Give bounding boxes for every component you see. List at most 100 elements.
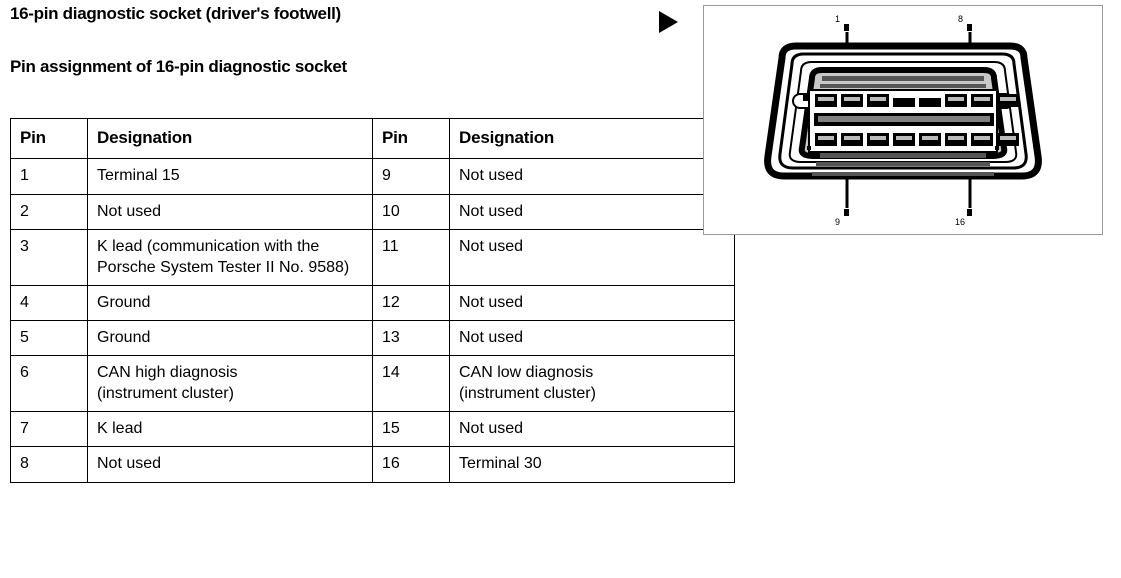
designation-cell-right-text: Not used (459, 167, 524, 185)
pin-row-bottom (815, 133, 1019, 146)
pin-label-top-left: 1 (835, 14, 840, 24)
connector-key-bar (814, 113, 994, 126)
pin-contact-7 (971, 94, 993, 107)
designation-cell-right: Not used (449, 228, 735, 286)
pin-cell-left: 1 (10, 158, 88, 195)
column-header-desc-left: Designation (87, 117, 373, 160)
pin-cell-left: 2 (10, 193, 88, 230)
designation-cell-left-text: Not used (97, 202, 162, 220)
designation-cell-right-text: Not used (459, 293, 524, 311)
designation-cell-left-text: Ground (97, 293, 151, 311)
pin-label-top-right: 8 (958, 14, 963, 24)
pin-cell-left: 7 (10, 411, 88, 448)
column-header-pin-left: Pin (10, 117, 88, 160)
pin-contact-13 (919, 133, 941, 146)
page-title: 16-pin diagnostic socket (driver's footw… (10, 4, 341, 23)
designation-cell-right-text: Not used (459, 202, 524, 220)
pin-cell-right-text: 16 (382, 455, 400, 473)
pin-cell-right: 10 (372, 193, 450, 230)
table-row: 5 Ground 13 Not used (10, 319, 735, 357)
pin-cell-left: 4 (10, 284, 88, 321)
designation-cell-right: Not used (449, 411, 735, 448)
designation-cell-right: Not used (449, 284, 735, 321)
designation-cell-left: K lead (communication with the Porsche S… (87, 228, 373, 286)
table-row: 8 Not used 16 Terminal 30 (10, 446, 735, 483)
designation-cell-right: Terminal 30 (449, 446, 735, 483)
pin-cell-left-text: 3 (20, 237, 29, 255)
pin-contact-10 (841, 133, 863, 146)
pin-contact-12 (893, 133, 915, 146)
table-row: 7 K lead 15 Not used (10, 411, 735, 448)
pin-cell-right: 14 (372, 355, 450, 413)
designation-cell-right-text: Not used (459, 328, 524, 346)
designation-cell-right: Not used (449, 319, 735, 357)
designation-cell-left: Not used (87, 193, 373, 230)
pin-contact-11 (867, 133, 889, 146)
table-row: 1 Terminal 15 9 Not used (10, 158, 735, 195)
designation-cell-right-text: CAN low diagnosis (instrument cluster) (459, 364, 596, 403)
designation-cell-right: Not used (449, 193, 735, 230)
pin-label-bottom-left: 9 (835, 217, 840, 227)
pin-contact-5 (919, 98, 941, 107)
table-row: 3 K lead (communication with the Porsche … (10, 228, 735, 286)
designation-cell-right: Not used (449, 158, 735, 195)
pin-cell-right-text: 11 (382, 237, 399, 255)
table-row: 4 Ground 12 Not used (10, 284, 735, 321)
table-row: 6 CAN high diagnosis (instrument cluster)… (10, 355, 735, 413)
pin-cell-right-text: 15 (382, 420, 400, 438)
designation-cell-left: CAN high diagnosis (instrument cluster) (87, 355, 373, 413)
pin-cell-left-text: 5 (20, 328, 29, 346)
pin-contact-9 (815, 133, 837, 146)
column-header-desc-right: Designation (449, 117, 735, 160)
designation-cell-left-text: K lead (97, 420, 143, 438)
pin-cell-right: 9 (372, 158, 450, 195)
designation-cell-left-text: Not used (97, 455, 162, 473)
designation-cell-left: K lead (87, 411, 373, 448)
pin-contact-4 (893, 98, 915, 107)
table-row: 2 Not used 10 Not used (10, 193, 735, 230)
designation-cell-right-text: Not used (459, 237, 524, 255)
pin-cell-left: 5 (10, 319, 88, 357)
designation-cell-left: Ground (87, 284, 373, 321)
pin-cell-right: 11 (372, 228, 450, 286)
designation-cell-left: Ground (87, 319, 373, 357)
pin-contact-16 (997, 133, 1019, 146)
section-title: Pin assignment of 16-pin diagnostic sock… (10, 57, 347, 76)
pin-cell-left-text: 2 (20, 202, 29, 220)
pin-contact-8 (997, 94, 1019, 107)
pin-cell-left: 6 (10, 355, 88, 413)
pin-cell-right: 16 (372, 446, 450, 483)
pin-contact-1 (815, 94, 837, 107)
table-header-row: Pin Designation Pin Designation (10, 117, 735, 160)
pin-cell-left-text: 8 (20, 455, 29, 473)
diagnostic-socket-figure: 1 8 9 16 (703, 5, 1103, 235)
designation-cell-left-text: Ground (97, 328, 151, 346)
shell-foot-notches (807, 146, 999, 150)
designation-cell-right-text: Terminal 30 (459, 455, 542, 473)
pin-label-ticks (844, 24, 972, 216)
pin-cell-right-text: 9 (382, 167, 391, 185)
pin-cell-right-text: 14 (382, 364, 400, 382)
pin-cell-left: 8 (10, 446, 88, 483)
pin-contact-2 (841, 94, 863, 107)
pin-contact-6 (945, 94, 967, 107)
designation-cell-left-text: K lead (communication with the Porsche S… (97, 237, 350, 276)
pin-cell-right-text: 12 (382, 293, 400, 311)
column-header-pin-right: Pin (372, 117, 450, 160)
pin-cell-right: 15 (372, 411, 450, 448)
pin-cell-left-text: 4 (20, 293, 29, 311)
pin-contact-3 (867, 94, 889, 107)
designation-cell-left-text: CAN high diagnosis (instrument cluster) (97, 364, 238, 403)
designation-cell-left-text: Terminal 15 (97, 167, 180, 185)
pin-cell-right-text: 10 (382, 202, 400, 220)
pin-cell-right-text: 13 (382, 328, 400, 346)
shell-ribs-upper (820, 76, 986, 88)
designation-cell-right-text: Not used (459, 420, 524, 438)
pin-contact-14 (945, 133, 967, 146)
designation-cell-left: Not used (87, 446, 373, 483)
pin-cell-left-text: 6 (20, 364, 29, 382)
designation-cell-left: Terminal 15 (87, 158, 373, 195)
pin-cell-left-text: 7 (20, 420, 29, 438)
shell-ribs-lower (812, 153, 994, 176)
